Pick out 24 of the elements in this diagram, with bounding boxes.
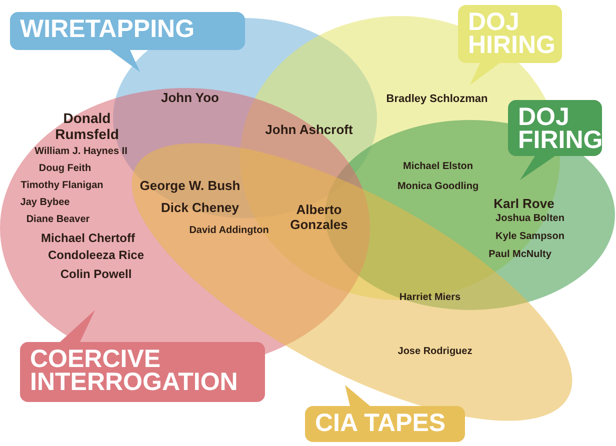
person-name: Harriet Miers: [399, 292, 461, 303]
person-name: Michael Chertoff: [41, 231, 135, 245]
person-name: Karl Rove: [492, 196, 556, 211]
person-name: Condoleeza Rice: [48, 248, 144, 262]
person-name: David Addington: [189, 225, 269, 236]
person-name: Diane Beaver: [26, 214, 90, 225]
person-name: Bradley Schlozman: [386, 93, 488, 105]
person-name: Timothy Flanigan: [20, 180, 104, 191]
person-name: Michael Elston: [403, 161, 473, 172]
person-name: Dick Cheney: [160, 200, 240, 215]
person-name: Joshua Bolten: [496, 213, 564, 224]
person-name: George W. Bush: [138, 178, 242, 193]
person-name: Jose Rodriguez: [398, 346, 472, 357]
person-name: Monica Goodling: [397, 181, 479, 192]
person-name: John Ashcroft: [264, 122, 354, 137]
person-name: Doug Feith: [38, 163, 92, 174]
person-name: Colin Powell: [60, 267, 132, 281]
person-name: Paul McNulty: [488, 249, 552, 260]
person-name: Alberto Gonzales: [289, 202, 349, 232]
person-name: John Yoo: [160, 90, 220, 105]
person-name: William J. Haynes II: [34, 146, 128, 157]
person-name: Donald Rumsfeld: [54, 110, 120, 142]
person-name: Jay Bybee: [20, 197, 70, 208]
person-name: Kyle Sampson: [496, 231, 564, 242]
